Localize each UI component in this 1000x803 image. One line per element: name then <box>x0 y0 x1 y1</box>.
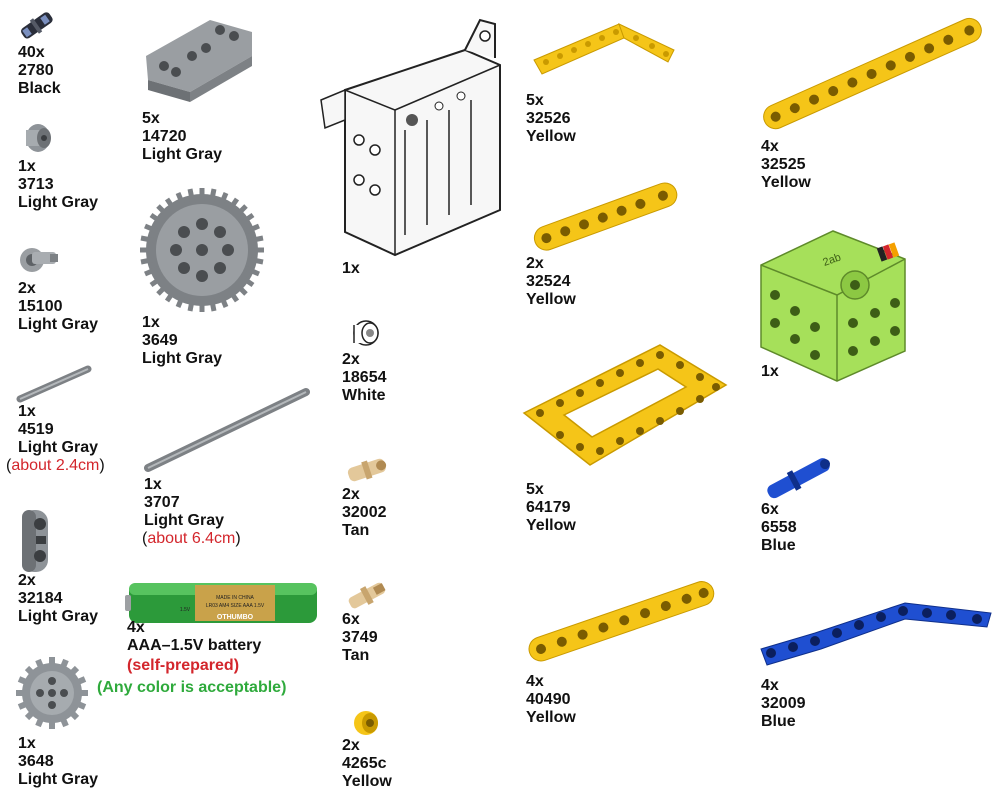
part-label: 1x 4519 Light Gray <box>18 403 98 457</box>
part-label: 6x 3749 Tan <box>342 611 378 665</box>
self-prepared-note: (self-prepared) <box>127 657 239 675</box>
part-geek-motor: 2ab 1x <box>755 215 920 390</box>
battery-print-made: MADE IN CHINA <box>216 595 254 601</box>
part-label: 1x 3707 Light Gray <box>144 476 224 530</box>
big-gear-icon <box>140 190 270 320</box>
part-3649-big-gear: 1x 3649 Light Gray <box>130 190 280 370</box>
motor-icon: 2ab <box>755 215 915 385</box>
part-32009-bent-beam: 4x 32009 Blue <box>755 585 1000 735</box>
part-label: 1x 3648 Light Gray <box>18 735 98 789</box>
beam-9-icon <box>522 565 722 675</box>
open-frame-icon <box>520 335 730 475</box>
part-label: 5x 14720 Light Gray <box>142 110 222 164</box>
part-64179-frame: 5x 64179 Yellow <box>520 335 730 535</box>
part-14720-h-frame: 5x 14720 Light Gray <box>130 10 270 170</box>
part-label: 5x 64179 Yellow <box>526 481 576 535</box>
pin-hole-icon <box>18 240 68 280</box>
part-label: 4x 40490 Yellow <box>526 673 576 727</box>
part-4265c-yellow-bush: 2x 4265c Yellow <box>330 705 450 800</box>
yellow-bush-icon <box>348 707 388 739</box>
part-label: 2x 32002 Tan <box>342 486 387 540</box>
part-label: 4x AAA–1.5V battery <box>127 619 261 655</box>
part-label: 4x 32525 Yellow <box>761 138 811 192</box>
long-axle-icon <box>138 380 338 480</box>
part-label: 40x 2780 Black <box>18 44 61 98</box>
part-6558-blue-pin: 6x 6558 Blue <box>755 455 895 560</box>
part-label: 5x 32526 Yellow <box>526 92 576 146</box>
part-label: 2x 32184 Light Gray <box>18 572 98 626</box>
part-18654-white-bush: 2x 18654 White <box>330 315 450 405</box>
h-frame-icon <box>140 10 270 110</box>
part-3707-long-axle: 1x 3707 Light Gray (about 6.4cm) <box>130 380 330 555</box>
part-label: 4x 32009 Blue <box>761 677 806 731</box>
part-4519-short-axle: 1x 4519 Light Gray (about 2.4cm) <box>0 355 140 480</box>
part-3713-bush: 1x 3713 Light Gray <box>0 120 130 220</box>
battery-print-size: LR03 AM4 SIZE AAA 1.5V <box>206 603 265 609</box>
part-32526-l-beam: 5x 32526 Yellow <box>520 10 690 140</box>
beam-11-icon <box>755 10 995 140</box>
blue-pin-icon <box>759 455 849 505</box>
length-note: (about 2.4cm) <box>6 457 105 475</box>
part-battery-box: 1x <box>315 10 515 280</box>
part-label: 1x <box>342 260 360 278</box>
part-3749-tan-axle-pin: 6x 3749 Tan <box>330 575 450 670</box>
part-40490-beam: 4x 40490 Yellow <box>520 565 720 730</box>
bush-icon <box>18 120 58 156</box>
part-label: 2x 32524 Yellow <box>526 255 576 309</box>
any-color-note: (Any color is acceptable) <box>97 679 286 697</box>
part-label: 1x 3713 Light Gray <box>18 158 98 212</box>
part-2780-black-pin: 40x 2780 Black <box>0 0 130 100</box>
connector-icon <box>16 506 66 578</box>
l-beam-icon <box>524 10 684 90</box>
battery-box-icon <box>315 10 515 260</box>
part-32002-tan-pin: 2x 32002 Tan <box>330 450 450 545</box>
length-note: (about 6.4cm) <box>142 530 241 548</box>
part-15100-pin-hole: 2x 15100 Light Gray <box>0 238 130 338</box>
part-32525-beam: 4x 32525 Yellow <box>755 10 995 195</box>
part-32524-beam: 2x 32524 Yellow <box>520 175 690 310</box>
beam-7-icon <box>524 175 694 265</box>
white-bush-icon <box>346 317 386 351</box>
small-gear-icon <box>14 655 94 735</box>
part-aaa-battery: MADE IN CHINA LR03 AM4 SIZE AAA 1.5V OTH… <box>95 575 340 700</box>
part-label: 2x 18654 White <box>342 351 387 405</box>
part-label: 1x <box>761 363 779 381</box>
part-label: 2x 4265c Yellow <box>342 737 392 791</box>
part-label: 1x 3649 Light Gray <box>142 314 222 368</box>
part-label: 2x 15100 Light Gray <box>18 280 98 334</box>
battery-print-voltage: 1.5V <box>180 607 191 613</box>
part-label: 6x 6558 Blue <box>761 501 797 555</box>
bent-beam-icon <box>755 585 1000 680</box>
